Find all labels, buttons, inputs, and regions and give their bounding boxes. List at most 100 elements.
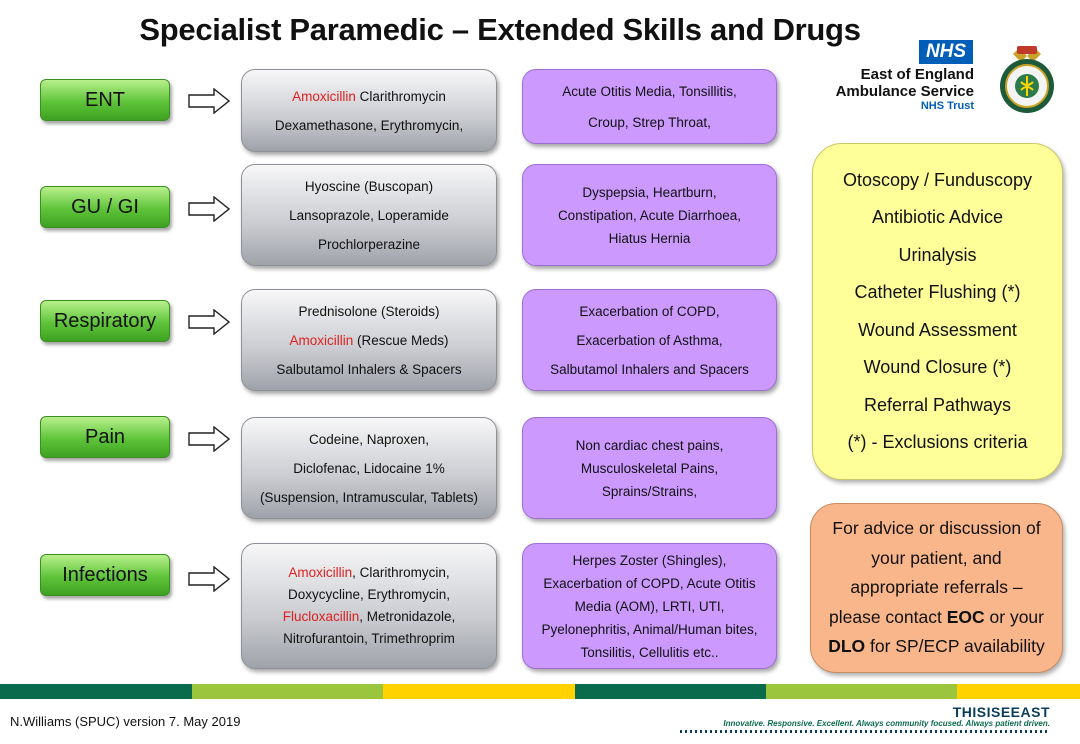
right-arrow-icon [188, 196, 230, 222]
skill-item: Urinalysis [898, 244, 977, 265]
brand-tagline: Innovative. Responsive. Excellent. Alway… [723, 719, 1050, 728]
advice-panel: For advice or discussion of your patient… [810, 503, 1063, 673]
drug-line: Nitrofurantoin, Trimethroprim [283, 628, 455, 650]
footer-stripes [0, 684, 1080, 699]
drug-text: Clarithromycin [355, 88, 446, 104]
footer-stripe [957, 684, 1080, 699]
drug-line: Amoxicillin, Clarithromycin, [288, 562, 449, 584]
drugs-box-infections: Amoxicillin, Clarithromycin, Doxycycline,… [241, 543, 497, 669]
drug-text: Diclofenac, Lidocaine 1% [293, 460, 445, 476]
drug-line: Codeine, Naproxen, [309, 425, 429, 454]
condition-line: Media (AOM), LRTI, UTI, [574, 598, 725, 614]
footer-stripe [766, 684, 957, 699]
drug-text: Prochlorperazine [317, 236, 421, 252]
highlighted-drug: Amoxicillin [292, 88, 356, 104]
highlighted-drug: Amoxicillin [289, 332, 354, 348]
skill-item: Otoscopy / Funduscopy [842, 169, 1033, 190]
advice-text: please contact [829, 606, 947, 627]
drug-line: Lansoprazole, Loperamide [289, 201, 449, 230]
drug-text: Dexamethasone, Erythromycin, [274, 117, 464, 133]
condition-line: Exacerbation of Asthma, [576, 332, 723, 348]
footer-stripe [383, 684, 575, 699]
condition-line: Exacerbation of COPD, [579, 303, 720, 319]
drug-text: , Metronidazole, [359, 609, 456, 624]
right-arrow-icon [188, 566, 230, 592]
category-respiratory: Respiratory [40, 300, 170, 342]
drug-line: Amoxicillin Clarithromycin [292, 82, 446, 111]
advice-text: for SP/ECP availability [865, 636, 1045, 657]
right-arrow-icon [188, 88, 230, 114]
advice-line: For advice or discussion of [832, 518, 1041, 539]
condition-line: Hiatus Hernia [608, 230, 691, 246]
drug-text: Salbutamol Inhalers & Spacers [276, 361, 462, 377]
footer-stripe [192, 684, 383, 699]
condition-line: Dyspepsia, Heartburn, [582, 184, 717, 200]
conditions-box-infections: Herpes Zoster (Shingles), Exacerbation of… [522, 543, 777, 669]
drugs-box-pain: Codeine, Naproxen, Diclofenac, Lidocaine … [241, 417, 497, 519]
drug-line: Flucloxacillin, Metronidazole, [283, 606, 456, 628]
advice-line: your patient, and [871, 547, 1002, 568]
brand-logo: THISISEEAST [952, 704, 1050, 720]
conditions-box-ent: Acute Otitis Media, Tonsillitis, Croup, S… [522, 69, 777, 144]
condition-line: Tonsilitis, Cellulitis etc.. [580, 644, 719, 660]
organisation-name-line2: Ambulance Service [835, 83, 974, 100]
advice-line: DLO for SP/ECP availability [828, 632, 1045, 662]
drug-text: Nitrofurantoin, Trimethroprim [283, 631, 455, 646]
condition-line: Herpes Zoster (Shingles), [572, 552, 727, 568]
drug-text: Prednisolone (Steroids) [298, 303, 440, 319]
category-gu-gi: GU / GI [40, 186, 170, 228]
footer-stripe [575, 684, 766, 699]
category-infections: Infections [40, 554, 170, 596]
drug-line: Prochlorperazine [318, 230, 420, 259]
highlighted-drug: Flucloxacillin [282, 609, 360, 624]
drug-line: Salbutamol Inhalers & Spacers [276, 355, 461, 384]
organisation-trust: NHS Trust [920, 100, 974, 112]
advice-line: appropriate referrals – [850, 577, 1023, 598]
condition-line: Salbutamol Inhalers and Spacers [550, 361, 749, 377]
eoc-label: EOC [946, 606, 985, 627]
dlo-label: DLO [828, 636, 866, 657]
drug-text: Codeine, Naproxen, [308, 431, 430, 447]
brand-dots [680, 730, 1050, 733]
right-arrow-icon [188, 309, 230, 335]
drug-text: (Rescue Meds) [353, 332, 449, 348]
condition-line: Croup, Strep Throat, [588, 114, 711, 130]
skill-item: Antibiotic Advice [871, 207, 1004, 227]
condition-line: Constipation, Acute Diarrhoea, [557, 207, 742, 223]
skill-item: Referral Pathways [863, 394, 1012, 415]
condition-line: Exacerbation of COPD, Acute Otitis [543, 575, 756, 591]
drug-text: (Suspension, Intramuscular, Tablets) [259, 489, 479, 505]
drug-text: Lansoprazole, Loperamide [289, 207, 449, 223]
drug-line: Amoxicillin (Rescue Meds) [289, 326, 448, 355]
drug-line: Hyoscine (Buscopan) [305, 172, 433, 201]
nhs-logo: NHS [919, 40, 973, 64]
condition-line: Acute Otitis Media, Tonsillitis, [562, 83, 737, 99]
drug-text: , Clarithromycin, [352, 565, 450, 580]
right-arrow-icon [188, 426, 230, 452]
footer-credit: N.Williams (SPUC) version 7. May 2019 [10, 714, 241, 729]
drug-line: Prednisolone (Steroids) [298, 297, 439, 326]
category-ent: ENT [40, 79, 170, 121]
condition-line: Pyelonephritis, Animal/Human bites, [541, 621, 758, 637]
drugs-box-gu-gi: Hyoscine (Buscopan) Lansoprazole, Loperam… [241, 164, 497, 266]
footer-stripe [0, 684, 192, 699]
condition-line: Sprains/Strains, [601, 483, 698, 499]
drug-line: Doxycycline, Erythromycin, [288, 584, 450, 606]
organisation-name-line1: East of England [860, 66, 974, 83]
page-title: Specialist Paramedic – Extended Skills a… [139, 12, 861, 47]
drug-line: (Suspension, Intramuscular, Tablets) [260, 483, 478, 512]
drug-line: Dexamethasone, Erythromycin, [275, 111, 463, 140]
conditions-box-gu-gi: Dyspepsia, Heartburn, Constipation, Acute… [522, 164, 777, 266]
drug-text: Doxycycline, Erythromycin, [287, 587, 451, 602]
skill-item: (*) - Exclusions criteria [847, 432, 1028, 452]
skill-item: Wound Assessment [858, 319, 1017, 340]
condition-line: Non cardiac chest pains, [575, 437, 724, 453]
skill-item: Wound Closure (*) [863, 357, 1012, 377]
organisation-name: East of England Ambulance Service [836, 66, 974, 100]
conditions-box-respiratory: Exacerbation of COPD, Exacerbation of Ast… [522, 289, 777, 391]
condition-line: Musculoskeletal Pains, [580, 460, 719, 476]
advice-line: please contact EOC or your [828, 603, 1045, 633]
drug-line: Diclofenac, Lidocaine 1% [293, 454, 445, 483]
